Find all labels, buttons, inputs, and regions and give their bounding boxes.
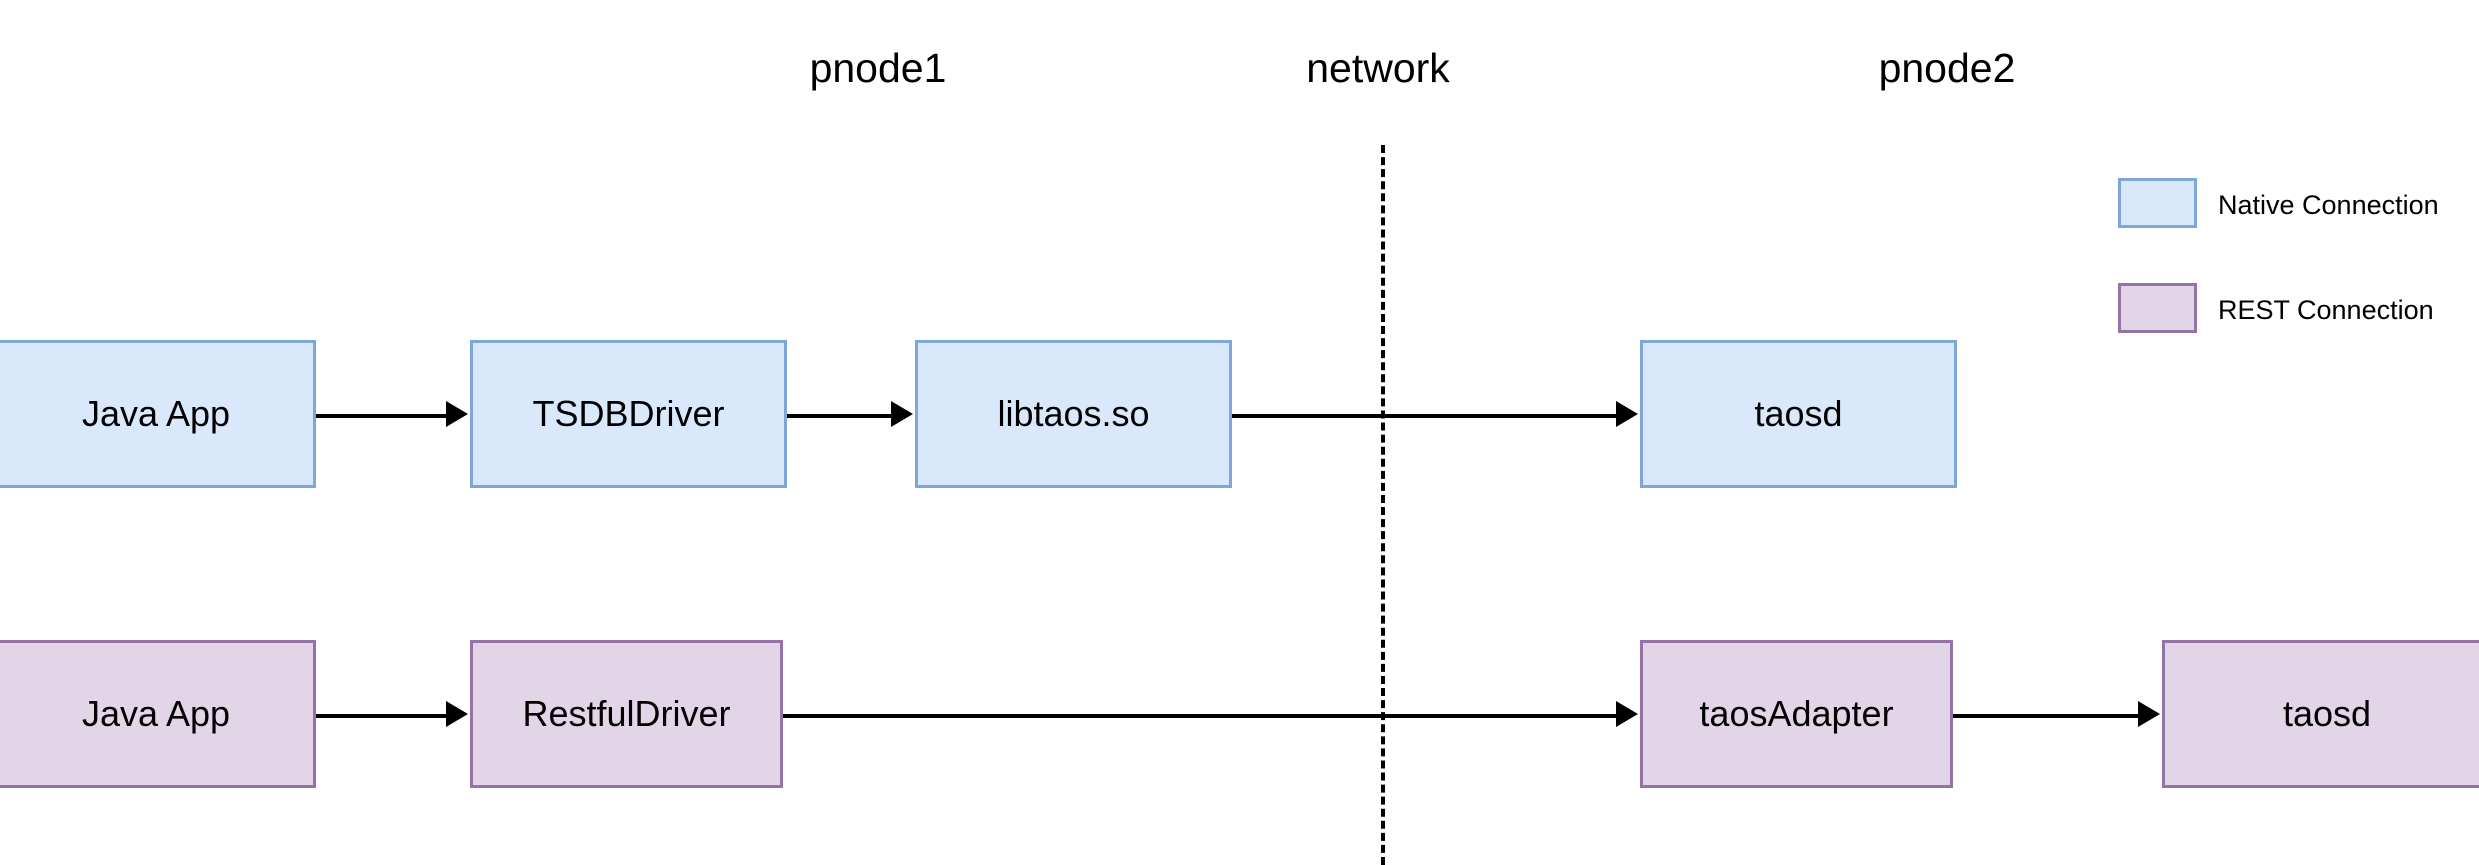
- zone-label-network: network: [1306, 45, 1450, 91]
- edge-libtaos-to-taosd: [1232, 414, 1618, 418]
- edge-taosadapter-to-taosd: [1953, 714, 2140, 718]
- arrow-head-icon: [446, 401, 468, 427]
- edge-restfuldriver-to-taosadapter: [783, 714, 1618, 718]
- node-tsdb-driver[interactable]: TSDBDriver: [470, 340, 787, 488]
- edge-javaapp-to-tsdbdriver: [316, 414, 448, 418]
- arrow-head-icon: [2138, 701, 2160, 727]
- edge-javaapp-to-restfuldriver: [316, 714, 448, 718]
- node-taos-adapter[interactable]: taosAdapter: [1640, 640, 1953, 788]
- node-label: Java App: [81, 693, 231, 734]
- arrow-head-icon: [446, 701, 468, 727]
- legend-swatch-rest: [2118, 283, 2197, 333]
- arrow-head-icon: [1616, 701, 1638, 727]
- edge-tsdbdriver-to-libtaos: [787, 414, 893, 418]
- node-label: Java App: [81, 393, 231, 434]
- legend-label-rest: REST Connection: [2218, 295, 2434, 325]
- node-label: taosAdapter: [1699, 693, 1894, 734]
- legend-label-native: Native Connection: [2218, 190, 2439, 220]
- node-label: taosd: [1754, 393, 1843, 434]
- node-libtaos-so[interactable]: libtaos.so: [915, 340, 1232, 488]
- node-label: taosd: [2282, 693, 2372, 734]
- node-java-app-rest[interactable]: Java App: [0, 640, 316, 788]
- node-label: TSDBDriver: [532, 393, 725, 434]
- node-label: libtaos.so: [997, 393, 1150, 434]
- node-java-app-native[interactable]: Java App: [0, 340, 316, 488]
- arrow-head-icon: [891, 401, 913, 427]
- legend-swatch-native: [2118, 178, 2197, 228]
- zone-label-pnode2: pnode2: [1878, 45, 2016, 91]
- node-label: RestfulDriver: [522, 693, 731, 734]
- node-taosd-rest[interactable]: taosd: [2162, 640, 2479, 788]
- arrow-head-icon: [1616, 401, 1638, 427]
- node-restful-driver[interactable]: RestfulDriver: [470, 640, 783, 788]
- network-divider-line: [1381, 145, 1385, 865]
- zone-label-pnode1: pnode1: [809, 45, 947, 91]
- node-taosd-native[interactable]: taosd: [1640, 340, 1957, 488]
